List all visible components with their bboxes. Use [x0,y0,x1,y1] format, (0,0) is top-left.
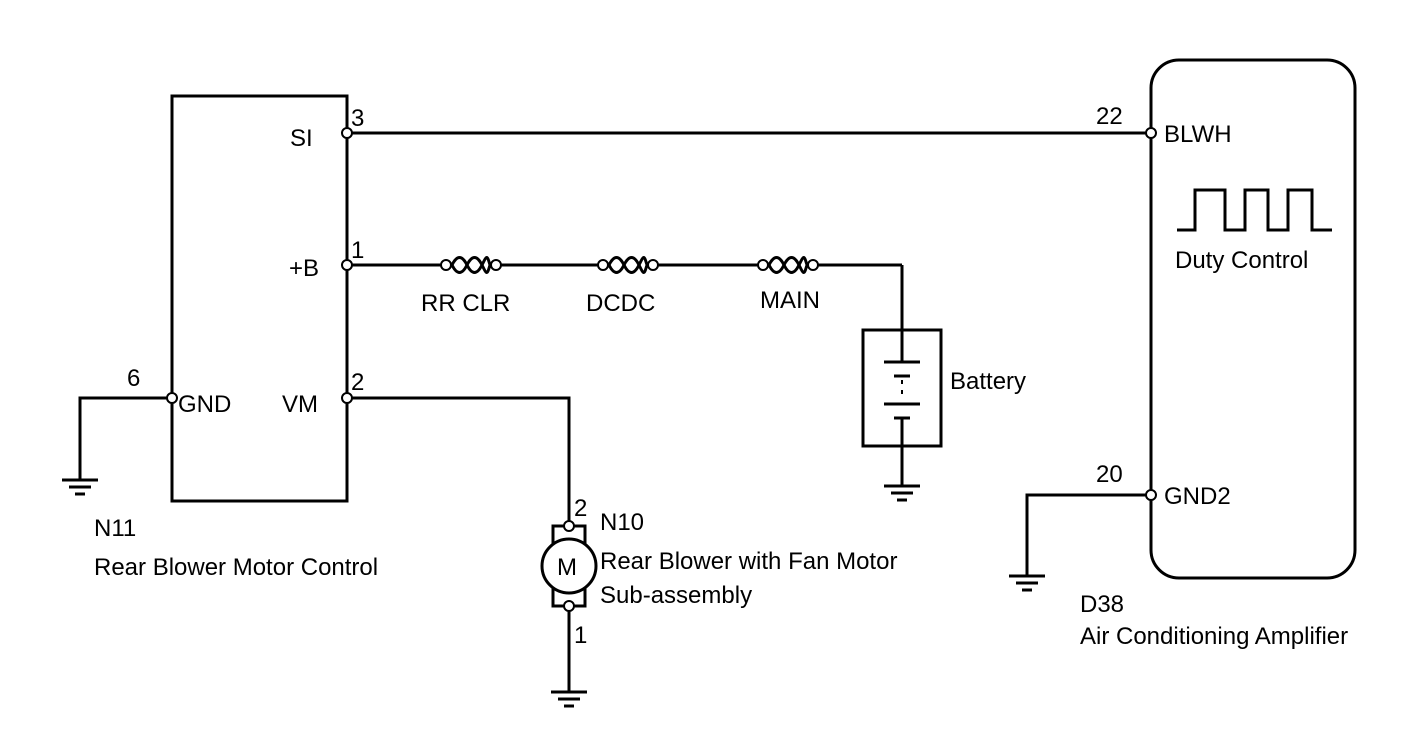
motor-icon [540,524,598,608]
wire-n11-gnd [78,396,172,480]
fuse-label-main: MAIN [760,287,820,314]
n11-code: N11 [94,515,136,542]
fuse-icon [597,256,659,274]
terminal-n11-gnd [166,392,178,404]
ground-icon [884,484,920,502]
motor-symbol: M [557,554,577,581]
fuse-label-dcdc: DCDC [586,290,655,317]
fuse-icon [757,256,819,274]
n11-pin-si-label: SI [290,125,313,152]
terminal-n11-si [341,127,353,139]
duty-control-label: Duty Control [1175,247,1308,274]
n11-module-box [170,94,349,503]
square-wave-icon [1177,188,1332,232]
wire-vm-motor [347,396,571,526]
d38-pin-gnd2-number: 20 [1096,461,1123,488]
ground-icon [551,690,587,708]
fuse-icon [440,256,502,274]
ground-icon [62,478,98,496]
n10-code: N10 [600,509,644,536]
n11-pin-b-label: +B [289,255,319,282]
terminal-n11-vm [341,392,353,404]
n11-name: Rear Blower Motor Control [94,554,378,581]
battery-label: Battery [950,368,1026,395]
terminal-n10-bottom [563,600,575,612]
n11-pin-gnd-label: GND [178,391,231,418]
d38-module-box [1149,58,1357,580]
n11-pin-vm-label: VM [282,391,318,418]
n10-pin-top-number: 2 [574,495,587,522]
wire-d38-gnd2 [1025,493,1151,576]
n11-pin-b-number: 1 [351,237,364,264]
n11-pin-si-number: 3 [351,105,364,132]
battery-icon [861,328,943,486]
d38-pin-gnd2-label: GND2 [1164,483,1231,510]
n10-pin-bottom-number: 1 [574,622,587,649]
terminal-n11-b [341,259,353,271]
n10-name-line2: Sub-assembly [600,582,752,609]
n11-pin-gnd-number: 6 [127,365,140,392]
ground-icon [1009,574,1045,592]
n10-name-line1: Rear Blower with Fan Motor [600,548,897,575]
terminal-d38-gnd2 [1145,489,1157,501]
terminal-d38-blwh [1145,127,1157,139]
d38-code: D38 [1080,591,1124,618]
power-supply-line [347,263,904,362]
d38-pin-blwh-label: BLWH [1164,121,1232,148]
d38-name: Air Conditioning Amplifier [1080,623,1348,650]
n11-pin-vm-number: 2 [351,369,364,396]
d38-pin-blwh-number: 22 [1096,103,1123,130]
terminal-n10-top [563,520,575,532]
fuse-label-rr-clr: RR CLR [421,290,510,317]
